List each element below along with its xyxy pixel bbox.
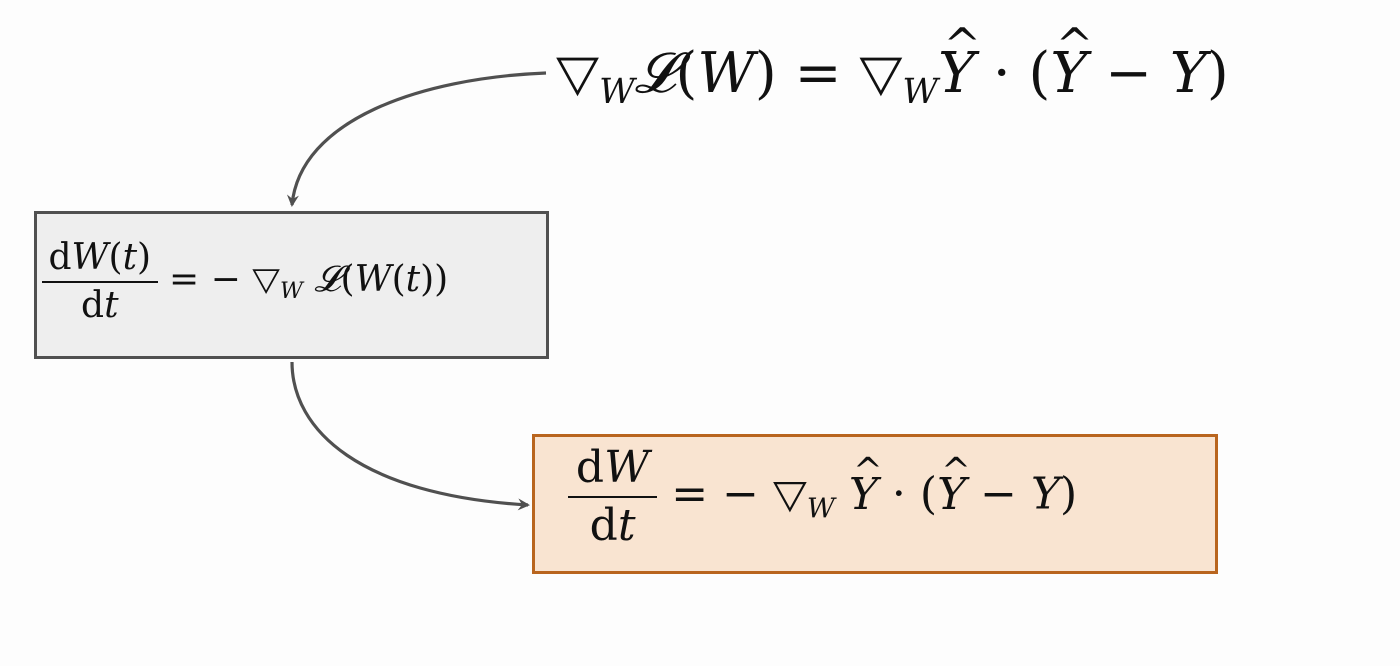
result-equation: dW dt = − ▽W Y · (Y − Y)	[568, 446, 1077, 548]
nabla-symbol: ▽	[772, 471, 807, 518]
derivative-fraction: dW dt	[568, 446, 658, 548]
equals-sign: =	[169, 259, 200, 301]
subscript-w: W	[279, 278, 303, 305]
nabla-symbol-2: ▽	[859, 44, 903, 103]
y-hat-symbol-2: Y	[1050, 23, 1087, 102]
minus-sign: −	[722, 468, 759, 520]
y-hat-symbol-2: Y	[937, 454, 966, 517]
equals-sign: =	[794, 41, 842, 106]
y-hat-symbol: Y	[938, 23, 975, 102]
dot-operator: ·	[891, 468, 906, 520]
y-hat-symbol: Y	[849, 454, 878, 517]
loss-symbol: 𝓛	[314, 259, 341, 301]
nabla-symbol: ▽	[556, 44, 600, 103]
minus-sign: −	[1105, 41, 1153, 106]
subscript-w: W	[806, 493, 835, 525]
derivative-fraction: dW(t) dt	[42, 240, 158, 324]
minus-sign-2: −	[980, 468, 1017, 520]
dot-operator: ·	[992, 41, 1011, 106]
top-equation: ▽W𝓛(W) = ▽WY · (Y − Y)	[556, 23, 1229, 113]
subscript-w-2: W	[902, 72, 939, 113]
gradient-flow-box	[34, 211, 549, 359]
subscript-w: W	[599, 72, 635, 113]
arrow-gray-to-orange	[290, 361, 530, 511]
minus-sign: −	[210, 259, 241, 301]
y-symbol: Y	[1030, 468, 1061, 520]
loss-symbol: 𝓛	[634, 41, 676, 106]
gradient-flow-equation: dW(t) dt = − ▽W 𝓛(W(t))	[42, 240, 448, 324]
w-symbol: W	[697, 41, 755, 106]
arrow-top-to-gray	[286, 71, 547, 207]
nabla-symbol: ▽	[252, 261, 280, 299]
y-symbol: Y	[1169, 41, 1207, 106]
equals-sign: =	[671, 468, 709, 520]
